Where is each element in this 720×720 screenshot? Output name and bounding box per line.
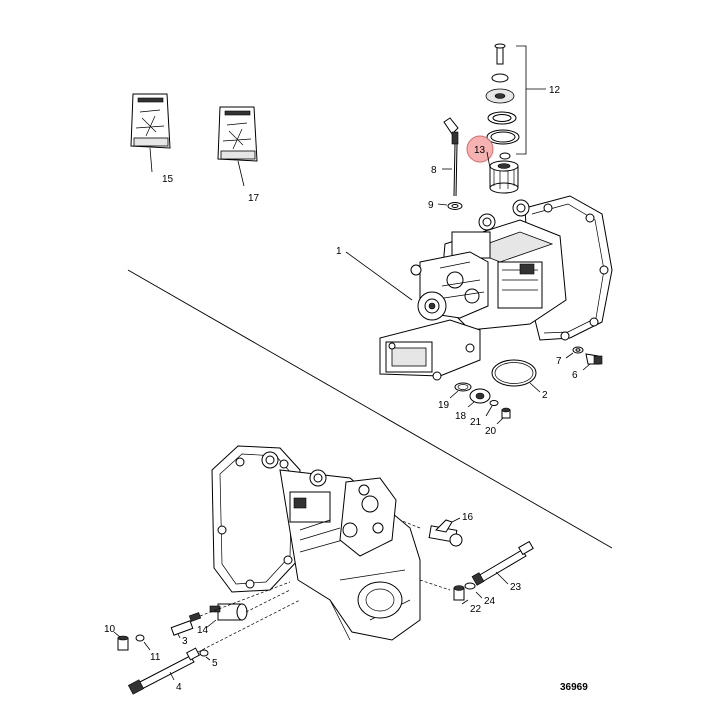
callout-23[interactable]: 23 — [510, 582, 522, 593]
callout-10[interactable]: 10 — [104, 624, 116, 635]
callout-3[interactable]: 3 — [182, 636, 188, 647]
filter-assembly-12[interactable] — [485, 43, 520, 160]
plug-10[interactable] — [117, 635, 129, 651]
callout-2[interactable]: 2 — [542, 390, 548, 401]
callout-21[interactable]: 21 — [470, 417, 482, 428]
callout-22[interactable]: 22 — [470, 604, 482, 615]
section-divider-line — [127, 269, 613, 549]
callout-24[interactable]: 24 — [484, 596, 496, 607]
connector-3[interactable] — [170, 612, 202, 636]
callout-9[interactable]: 9 — [428, 200, 434, 211]
sealant-packet-17[interactable] — [217, 106, 258, 162]
o-ring-11[interactable] — [135, 634, 145, 642]
sealant-packet-15[interactable] — [130, 93, 171, 149]
callout-8[interactable]: 8 — [431, 165, 437, 176]
callout-13-highlight — [466, 135, 494, 163]
callout-6[interactable]: 6 — [572, 370, 578, 381]
washer-5[interactable] — [199, 649, 209, 657]
plug-20[interactable] — [501, 407, 511, 419]
sensor-cable-23[interactable] — [471, 540, 534, 586]
callout-4[interactable]: 4 — [176, 682, 182, 693]
callout-15[interactable]: 15 — [162, 174, 174, 185]
figure-number: 36969 — [560, 682, 588, 693]
o-ring-19[interactable] — [454, 382, 472, 392]
callout-19[interactable]: 19 — [438, 400, 450, 411]
sensor-cable-4[interactable] — [127, 647, 200, 695]
callout-13[interactable]: 13 — [474, 145, 486, 156]
callout-12[interactable]: 12 — [549, 85, 561, 96]
callout-20[interactable]: 20 — [485, 426, 497, 437]
transmission-rear-view — [211, 445, 421, 641]
callout-17[interactable]: 17 — [248, 193, 260, 204]
o-ring-2[interactable] — [491, 359, 537, 387]
callout-11[interactable]: 11 — [150, 652, 161, 663]
transmission-assembly-1[interactable] — [379, 195, 613, 381]
callout-14[interactable]: 14 — [197, 625, 209, 636]
o-ring-21[interactable] — [489, 400, 499, 406]
filter-element-13[interactable] — [489, 160, 519, 194]
o-ring-24[interactable] — [464, 582, 476, 590]
callout-7[interactable]: 7 — [556, 356, 562, 367]
washer-7[interactable] — [572, 346, 584, 354]
callout-5[interactable]: 5 — [212, 658, 218, 669]
callout-16[interactable]: 16 — [462, 512, 474, 523]
solenoid-14[interactable] — [209, 603, 248, 621]
callout-18[interactable]: 18 — [455, 411, 467, 422]
plug-18[interactable] — [469, 388, 491, 404]
fitting-22[interactable] — [453, 585, 465, 601]
fitting-6[interactable] — [585, 353, 603, 365]
washer-9[interactable] — [447, 202, 463, 210]
callout-1[interactable]: 1 — [336, 246, 342, 257]
dipstick-8[interactable] — [443, 117, 459, 197]
sensor-16[interactable] — [428, 519, 463, 547]
